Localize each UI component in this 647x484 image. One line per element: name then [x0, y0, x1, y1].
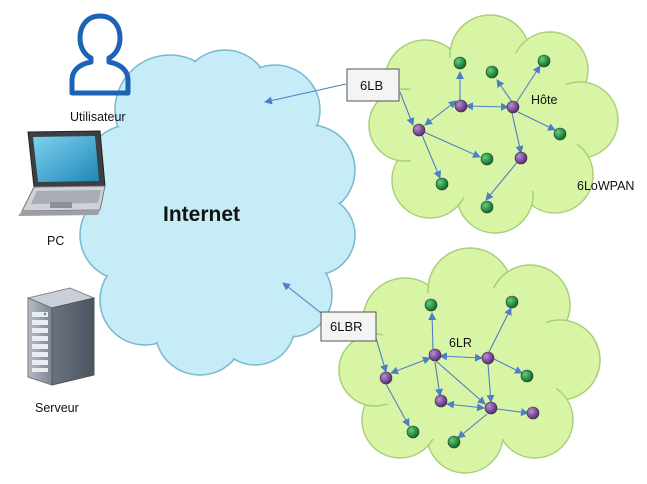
router-node	[379, 371, 393, 385]
leaf-node	[406, 425, 420, 439]
internet-cloud-fill	[81, 51, 354, 374]
laptop-icon	[18, 130, 106, 216]
top-network-nodes	[412, 54, 567, 214]
server-icon	[26, 287, 96, 386]
server-label: Serveur	[35, 401, 79, 415]
leaf-node	[435, 177, 449, 191]
leaf-node	[453, 56, 467, 70]
uplink-6lbr	[282, 282, 322, 314]
router-node	[454, 99, 468, 113]
router-node	[434, 394, 448, 408]
leaf-node	[537, 54, 551, 68]
router-node	[412, 123, 426, 137]
user-icon	[69, 13, 131, 96]
leaf-node	[424, 298, 438, 312]
uplink-6lb	[264, 83, 347, 105]
router-6lbr: 6LBR	[320, 311, 377, 342]
pc-label: PC	[47, 234, 64, 248]
router-node	[481, 351, 495, 365]
relay-6lr-label: 6LR	[449, 336, 472, 350]
user-label: Utilisateur	[70, 110, 126, 124]
top-wsn-cloud-fill	[400, 50, 580, 200]
leaf-node	[520, 369, 534, 383]
leaf-node	[480, 152, 494, 166]
internet-label: Internet	[163, 203, 240, 226]
router-node	[428, 348, 442, 362]
router-6lb: 6LB	[346, 68, 400, 102]
host-label: Hôte	[531, 93, 557, 107]
router-node	[526, 406, 540, 420]
leaf-node	[447, 435, 461, 449]
network-6lowpan-label: 6LoWPAN	[577, 179, 634, 193]
router-node	[514, 151, 528, 165]
bottom-wsn-cloud-fill	[376, 285, 560, 445]
router-node	[484, 401, 498, 415]
top-network-links	[399, 65, 556, 201]
bottom-network-links	[375, 307, 529, 439]
leaf-node	[553, 127, 567, 141]
router-node	[506, 100, 520, 114]
leaf-node	[480, 200, 494, 214]
bottom-network-nodes	[379, 295, 540, 449]
leaf-node	[485, 65, 499, 79]
router-6lbr-label: 6LBR	[330, 319, 363, 334]
leaf-node	[505, 295, 519, 309]
router-6lb-label: 6LB	[360, 78, 383, 93]
uplinks	[264, 83, 347, 314]
